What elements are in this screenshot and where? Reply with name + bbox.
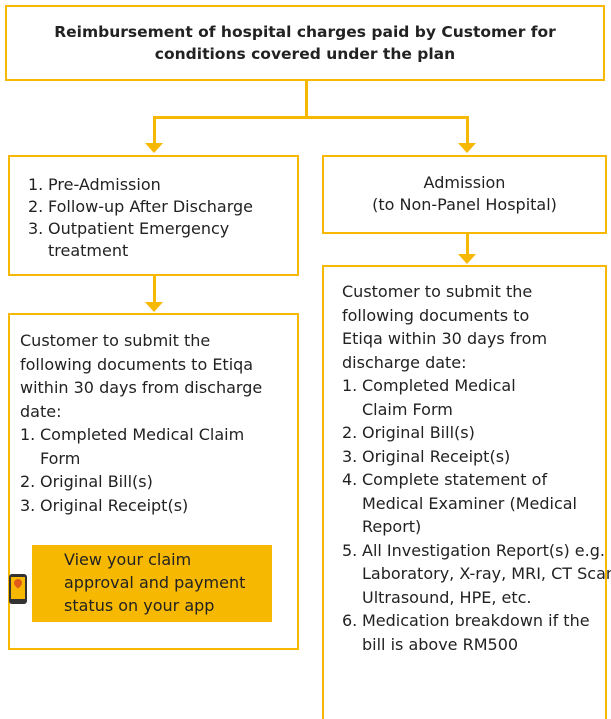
title-box: Reimbursement of hospital charges paid b… <box>5 5 605 81</box>
item-text: Completed Medical Claim Form <box>362 376 516 419</box>
list-item: 5.All Investigation Report(s) e.g. Labor… <box>342 539 611 610</box>
item-text: Outpatient Emergency treatment <box>48 219 230 260</box>
list-item: 1.Pre-Admission <box>28 174 289 196</box>
item-text: Complete statement of Medical Examiner (… <box>362 470 577 536</box>
list-item: 4.Complete statement of Medical Examiner… <box>342 468 582 539</box>
documents-intro: Customer to submit the following documen… <box>20 331 263 421</box>
arrow-left-docs <box>145 302 163 312</box>
item-number: 3. <box>28 219 44 238</box>
documents-list: 1.Completed Medical Claim Form 2.Origina… <box>20 423 289 517</box>
list-item: 3.Original Receipt(s) <box>20 494 289 518</box>
left-category-box: 1.Pre-Admission 2.Follow-up After Discha… <box>8 155 299 276</box>
admission-label: Admission <box>423 173 506 192</box>
list-item: 2.Original Bill(s) <box>342 421 601 445</box>
banner-text: View your claim approval and payment sta… <box>64 550 246 615</box>
item-text: Completed Medical Claim Form <box>40 425 245 468</box>
connector-left-down <box>153 116 156 144</box>
etiqa-app-phone-icon <box>9 574 27 604</box>
connector-right-docs <box>466 234 469 255</box>
list-item: 3.Outpatient Emergency treatment <box>28 218 258 262</box>
item-number: 3. <box>342 446 358 466</box>
item-number: 1. <box>20 425 36 444</box>
arrow-right-docs <box>458 254 476 264</box>
item-number: 1. <box>342 376 358 395</box>
list-item: 2.Original Bill(s) <box>20 470 289 494</box>
item-number: 2. <box>28 197 44 216</box>
app-status-banner: View your claim approval and payment sta… <box>32 545 272 622</box>
list-item: 3.Original Receipt(s) <box>342 445 601 469</box>
admission-box: Admission (to Non-Panel Hospital) <box>322 155 607 234</box>
connector-right-down <box>466 116 469 144</box>
arrow-right-top <box>458 143 476 153</box>
item-text: Follow-up After Discharge <box>48 197 253 216</box>
list-item: 6.Medication breakdown if the bill is ab… <box>342 609 592 656</box>
item-text: All Investigation Report(s) e.g. Laborat… <box>362 540 611 607</box>
item-text: Pre-Admission <box>48 175 161 194</box>
item-text: Medication breakdown if the bill is abov… <box>362 611 590 654</box>
item-text: Original Bill(s) <box>362 423 475 442</box>
admission-sublabel: (to Non-Panel Hospital) <box>372 195 557 214</box>
item-text: Original Bill(s) <box>40 472 153 491</box>
list-item: 2.Follow-up After Discharge <box>28 196 289 218</box>
connector-left-docs <box>153 276 156 304</box>
item-number: 1. <box>28 175 44 194</box>
item-number: 4. <box>342 470 358 489</box>
item-text: Original Receipt(s) <box>362 446 511 466</box>
list-item: 1.Completed Medical Claim Form <box>20 423 250 470</box>
item-number: 2. <box>20 472 36 491</box>
connector-title-down <box>305 81 308 117</box>
connector-horizontal <box>153 116 468 119</box>
item-number: 5. <box>342 540 358 560</box>
documents-intro: Customer to submit the following documen… <box>342 282 548 372</box>
item-number: 3. <box>20 495 36 515</box>
title-text: Reimbursement of hospital charges paid b… <box>54 23 556 63</box>
left-category-list: 1.Pre-Admission 2.Follow-up After Discha… <box>28 174 289 262</box>
right-documents-box: Customer to submit the following documen… <box>322 265 611 719</box>
documents-list: 1.Completed Medical Claim Form 2.Origina… <box>342 374 611 656</box>
arrow-left-top <box>145 143 163 153</box>
item-text: Original Receipt(s) <box>40 495 189 515</box>
list-item: 1.Completed Medical Claim Form <box>342 374 542 421</box>
item-number: 2. <box>342 423 358 442</box>
item-number: 6. <box>342 611 358 630</box>
